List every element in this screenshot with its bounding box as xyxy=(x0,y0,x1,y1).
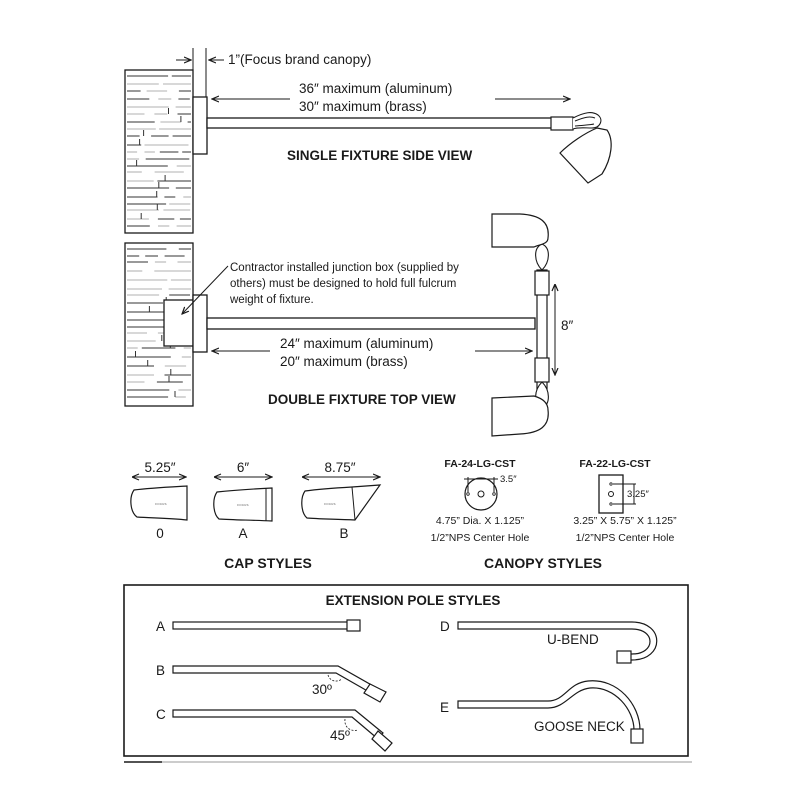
canopy-single xyxy=(192,96,208,155)
canopy-note: 1”(Focus brand canopy) xyxy=(228,52,371,67)
single-fixture-title: SINGLE FIXTURE SIDE VIEW xyxy=(287,148,473,163)
canopy-rect-dims: 3.25” X 5.75” X 1.125” xyxy=(573,515,677,527)
canopy-round-dims: 4.75” Dia. X 1.125” xyxy=(436,515,525,527)
wall-single xyxy=(124,69,194,234)
junction-note-leader xyxy=(182,265,229,314)
canopy-styles-title: CANOPY STYLES xyxy=(484,555,602,571)
length-brass-single: 30″ maximum (brass) xyxy=(299,99,427,114)
length-brass-double: 20″ maximum (brass) xyxy=(280,354,408,369)
cap-B-length: 8.75″ xyxy=(324,460,355,475)
cap-B-code: B xyxy=(339,526,348,541)
junction-note-line2: others) must be designed to hold full fu… xyxy=(230,278,456,290)
pole-D-code: D xyxy=(440,619,450,634)
cap-0-length: 5.25″ xyxy=(144,460,175,475)
junction-note-line3: weight of fixture. xyxy=(229,294,314,306)
single-fixture-side-view: 1”(Focus brand canopy) 36″ maximum (alum… xyxy=(124,48,612,234)
pole-E-code: E xyxy=(440,700,449,715)
length-aluminum-single: 36″ maximum (aluminum) xyxy=(299,81,452,96)
canopy-rect-model: FA-22-LG-CST xyxy=(579,458,651,470)
pole-C-code: C xyxy=(156,707,166,722)
pole-A-code: A xyxy=(156,619,165,634)
pole-style-B: B 30º xyxy=(156,663,387,703)
canopy-round-center-hole: 1/2”NPS Center Hole xyxy=(431,532,530,544)
double-fixture-title: DOUBLE FIXTURE TOP VIEW xyxy=(268,392,456,407)
cap-style-A: 6″ FOCUS A xyxy=(213,460,272,541)
pole-double xyxy=(206,317,536,330)
fixture-head-single xyxy=(550,112,612,184)
cap-style-0: 5.25″ FOCUS 0 xyxy=(130,460,188,541)
double-fixture-top-view: Contractor installed junction box (suppl… xyxy=(124,213,574,437)
canopy-double xyxy=(192,294,208,353)
pole-B-angle: 30º xyxy=(312,682,332,697)
fixture-head-bottom xyxy=(491,381,549,437)
pole-style-C: C 45º xyxy=(156,707,393,752)
extension-pole-styles: EXTENSION POLE STYLES A B 30º C 45º D xyxy=(123,584,692,763)
pole-E-name: GOOSE NECK xyxy=(534,719,625,734)
cap-B-brand: FOCUS xyxy=(324,502,336,506)
cap-A-length: 6″ xyxy=(237,460,250,475)
pole-style-D: D U-BEND xyxy=(440,619,658,664)
canopy-rect-center-hole: 1/2”NPS Center Hole xyxy=(576,532,675,544)
cap-0-brand: FOCUS xyxy=(155,502,167,506)
pole-D-name: U-BEND xyxy=(547,632,599,647)
pole-style-A: A xyxy=(156,619,361,634)
canopy-styles: FA-24-LG-CST 3.5″ 4.75” Dia. X 1.125” 1/… xyxy=(431,458,677,571)
pole-B-code: B xyxy=(156,663,165,678)
canopy-style-round: FA-24-LG-CST 3.5″ 4.75” Dia. X 1.125” 1/… xyxy=(431,458,530,544)
cap-style-B: 8.75″ FOCUS B xyxy=(301,460,382,541)
fixture-head-top xyxy=(491,213,549,271)
pole-style-E: E GOOSE NECK xyxy=(440,680,644,744)
cap-A-brand: FOCUS xyxy=(237,503,249,507)
extension-pole-box xyxy=(123,584,689,757)
pole-C-angle: 45º xyxy=(330,728,350,743)
fixture-crossbar xyxy=(534,269,550,391)
junction-note-line1: Contractor installed junction box (suppl… xyxy=(230,262,459,274)
canopy-style-rectangular: FA-22-LG-CST 3.25″ 3.25” X 5.75” X 1.125… xyxy=(573,458,677,544)
length-aluminum-double: 24″ maximum (aluminum) xyxy=(280,336,433,351)
cap-styles-title: CAP STYLES xyxy=(224,555,312,571)
canopy-round-hole-spacing: 3.5″ xyxy=(500,474,517,485)
canopy-round-model: FA-24-LG-CST xyxy=(444,458,516,470)
cap-styles: 5.25″ FOCUS 0 6″ FOCUS A 8.75″ FOCUS B C… xyxy=(130,460,382,571)
cap-A-code: A xyxy=(238,526,247,541)
spacing-label: 8″ xyxy=(561,318,574,333)
canopy-rect-hole-spacing: 3.25″ xyxy=(627,489,649,500)
extension-pole-title: EXTENSION POLE STYLES xyxy=(326,593,501,608)
pole-single xyxy=(206,117,553,129)
cap-0-code: 0 xyxy=(156,526,164,541)
